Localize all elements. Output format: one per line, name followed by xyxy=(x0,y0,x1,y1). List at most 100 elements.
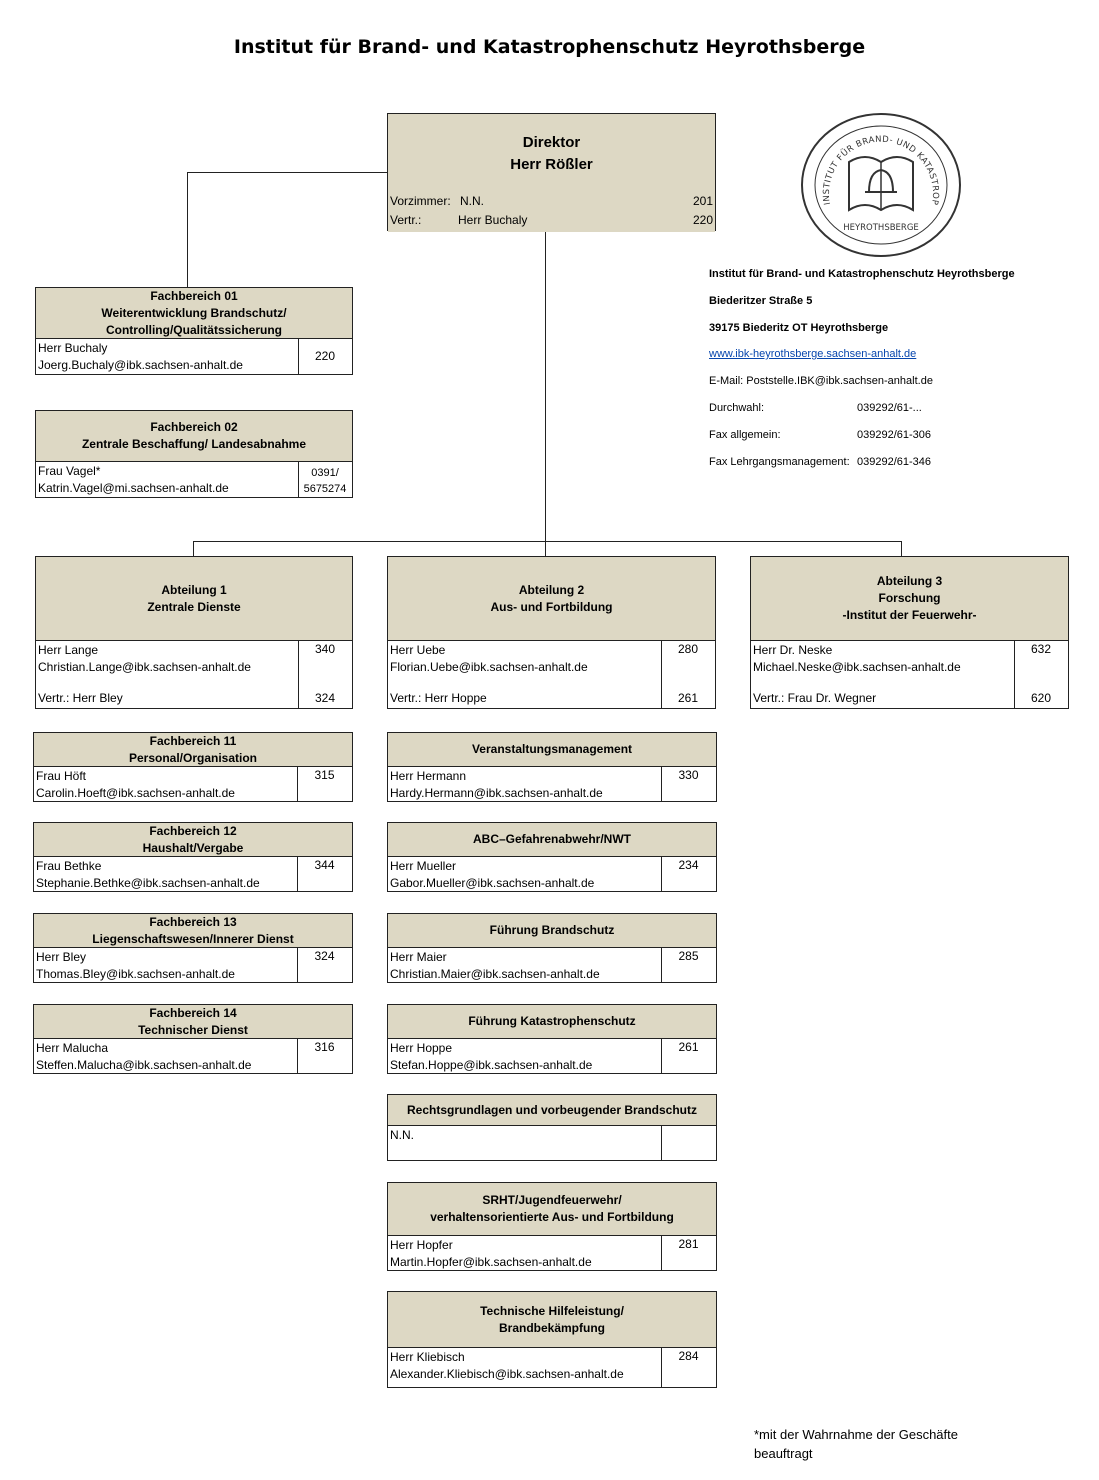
fb14-name: Herr Malucha xyxy=(36,1041,109,1055)
abt1-name: Herr Lange xyxy=(38,643,99,657)
contact-email: E-Mail: Poststelle.IBK@ibk.sachsen-anhal… xyxy=(709,375,933,387)
footnote-line2: beauftragt xyxy=(754,1446,813,1461)
abc-email: Gabor.Mueller@ibk.sachsen-anhalt.de xyxy=(390,876,595,890)
thl-email: Alexander.Kliebisch@ibk.sachsen-anhalt.d… xyxy=(390,1367,624,1381)
abt2-email: Florian.Uebe@ibk.sachsen-anhalt.de xyxy=(390,660,588,674)
veran-header: Veranstaltungsmanagement xyxy=(388,733,716,767)
abt1-email: Christian.Lange@ibk.sachsen-anhalt.de xyxy=(38,660,251,674)
abc-header: ABC–Gefahrenabwehr/NWT xyxy=(388,823,716,857)
fbrand-h1: Führung Brandschutz xyxy=(489,923,615,937)
abt2-name: Herr Uebe xyxy=(390,643,446,657)
fb11-box: Fachbereich 11 Personal/Organisation Fra… xyxy=(33,732,353,802)
fax-lg-label: Fax Lehrgangsmanagement: xyxy=(709,456,850,468)
recht-header: Rechtsgrundlagen und vorbeugender Brands… xyxy=(388,1095,716,1126)
abt3-num: 632 xyxy=(1030,642,1052,656)
srht-header: SRHT/Jugendfeuerwehr/ verhaltensorientie… xyxy=(388,1183,716,1236)
fb14-box: Fachbereich 14 Technischer Dienst Herr M… xyxy=(33,1004,353,1074)
director-vorzimmer-label: Vorzimmer: xyxy=(390,194,451,208)
srht-h2: verhaltensorientierte Aus- und Fortbildu… xyxy=(430,1210,674,1224)
fb02-name: Frau Vagel* xyxy=(38,464,101,478)
durchwahl-label: Durchwahl: xyxy=(709,402,765,414)
abt2-box: Abteilung 2 Aus- und Fortbildung Herr Ue… xyxy=(387,556,716,709)
fb11-email: Carolin.Hoeft@ibk.sachsen-anhalt.de xyxy=(36,786,235,800)
abt1-num: 340 xyxy=(314,642,336,656)
fb02-box: Fachbereich 02 Zentrale Beschaffung/ Lan… xyxy=(35,410,353,498)
abt3-h1: Abteilung 3 xyxy=(876,574,943,588)
fb01-h1: Fachbereich 01 xyxy=(150,288,238,303)
fb11-header: Fachbereich 11 Personal/Organisation xyxy=(34,733,352,767)
director-box: Direktor Herr Rößler Vorzimmer: N.N. 201… xyxy=(387,113,716,232)
srht-h1: SRHT/Jugendfeuerwehr/ xyxy=(482,1193,622,1207)
fkat-email: Stefan.Hoppe@ibk.sachsen-anhalt.de xyxy=(390,1058,593,1072)
abt3-header: Abteilung 3 Forschung -Institut der Feue… xyxy=(751,557,1068,641)
fkat-h1: Führung Katastrophenschutz xyxy=(468,1014,636,1028)
fbrand-num: 285 xyxy=(678,949,699,963)
footnote: *mit der Wahrnahme der Geschäfte beauftr… xyxy=(754,1425,1014,1463)
srht-num: 281 xyxy=(678,1237,699,1251)
abt3-h3: -Institut der Feuerwehr- xyxy=(842,608,977,622)
veran-email: Hardy.Hermann@ibk.sachsen-anhalt.de xyxy=(390,786,603,800)
fb14-header: Fachbereich 14 Technischer Dienst xyxy=(34,1005,352,1039)
fkat-header: Führung Katastrophenschutz xyxy=(388,1005,716,1039)
fb01-h2: Weiterentwicklung Brandschutz/ xyxy=(101,305,287,320)
connector-abt3 xyxy=(901,541,902,557)
director-vorzimmer-num: 201 xyxy=(692,194,713,208)
veran-name: Herr Hermann xyxy=(390,769,467,783)
abt3-box: Abteilung 3 Forschung -Institut der Feue… xyxy=(750,556,1069,709)
thl-name: Herr Kliebisch xyxy=(390,1350,465,1364)
fb02-num1: 0391/ xyxy=(311,467,339,479)
thl-h1: Technische Hilfeleistung/ xyxy=(480,1303,624,1318)
abt2-vertr-num: 261 xyxy=(677,691,699,705)
abt2-h1: Abteilung 2 xyxy=(518,582,585,597)
fb13-h1: Fachbereich 13 xyxy=(149,914,237,929)
contact-website-link[interactable]: www.ibk-heyrothsberge.sachsen-anhalt.de xyxy=(709,348,917,360)
thl-h2: Brandbekämpfung xyxy=(498,1320,605,1335)
abc-num: 234 xyxy=(678,858,699,872)
fbrand-email: Christian.Maier@ibk.sachsen-anhalt.de xyxy=(390,967,600,981)
fb13-email: Thomas.Bley@ibk.sachsen-anhalt.de xyxy=(36,967,235,981)
abc-name: Herr Mueller xyxy=(390,859,457,873)
fb13-num: 324 xyxy=(314,949,335,963)
contact-fax: Fax allgemein:039292/61-306 xyxy=(709,429,931,441)
abt1-vertr: Vertr.: Herr Bley xyxy=(38,691,123,705)
fb02-h1: Fachbereich 02 xyxy=(150,420,238,434)
abt3-email: Michael.Neske@ibk.sachsen-anhalt.de xyxy=(753,660,961,674)
abt3-vertr: Vertr.: Frau Dr. Wegner xyxy=(753,691,877,705)
fb01-name: Herr Buchaly xyxy=(38,341,108,355)
fb11-h2: Personal/Organisation xyxy=(128,750,258,765)
contact-name: Institut für Brand- und Katastrophenschu… xyxy=(709,268,1015,280)
page-title: Institut für Brand- und Katastrophenschu… xyxy=(233,36,866,58)
fax-value: 039292/61-306 xyxy=(857,429,932,441)
abt1-header: Abteilung 1 Zentrale Dienste xyxy=(36,557,352,641)
fb11-name: Frau Höft xyxy=(36,769,87,783)
abt2-h2: Aus- und Fortbildung xyxy=(490,599,613,614)
fax-lg-value: 039292/61-346 xyxy=(857,456,932,468)
contact-street: Biederitzer Straße 5 xyxy=(709,295,813,307)
abt2-header: Abteilung 2 Aus- und Fortbildung xyxy=(388,557,715,641)
recht-h1: Rechtsgrundlagen und vorbeugender Brands… xyxy=(406,1102,698,1117)
director-name: Herr Rößler xyxy=(510,156,593,173)
thl-header: Technische Hilfeleistung/ Brandbekämpfun… xyxy=(388,1292,716,1348)
fb13-name: Herr Bley xyxy=(36,950,87,964)
veran-num: 330 xyxy=(678,768,699,782)
fb02-num2: 5675274 xyxy=(303,483,347,495)
fb01-num: 220 xyxy=(314,349,336,363)
thl-num: 284 xyxy=(678,1349,699,1363)
fb02-h2: Zentrale Beschaffung/ Landesabnahme xyxy=(81,437,307,451)
fb12-email: Stephanie.Bethke@ibk.sachsen-anhalt.de xyxy=(36,876,260,890)
fb14-h2: Technischer Dienst xyxy=(138,1022,248,1037)
fkat-num: 261 xyxy=(678,1040,699,1054)
abc-h1: ABC–Gefahrenabwehr/NWT xyxy=(472,832,632,846)
connector-director-down xyxy=(545,230,546,557)
recht-box: Rechtsgrundlagen und vorbeugender Brands… xyxy=(387,1094,717,1161)
director-header: Direktor Herr Rößler xyxy=(388,114,715,232)
fb01-email: Joerg.Buchaly@ibk.sachsen-anhalt.de xyxy=(38,358,243,372)
director-vertr-num: 220 xyxy=(692,213,713,227)
institute-seal-logo: INSTITUT FÜR BRAND- UND KATASTROPHENSCHU… xyxy=(799,112,961,257)
director-vorzimmer-name: N.N. xyxy=(460,194,484,208)
contact-city: 39175 Biederitz OT Heyrothsberge xyxy=(709,322,889,334)
fb13-box: Fachbereich 13 Liegenschaftswesen/Innere… xyxy=(33,913,353,983)
connector-abt1 xyxy=(193,541,194,557)
